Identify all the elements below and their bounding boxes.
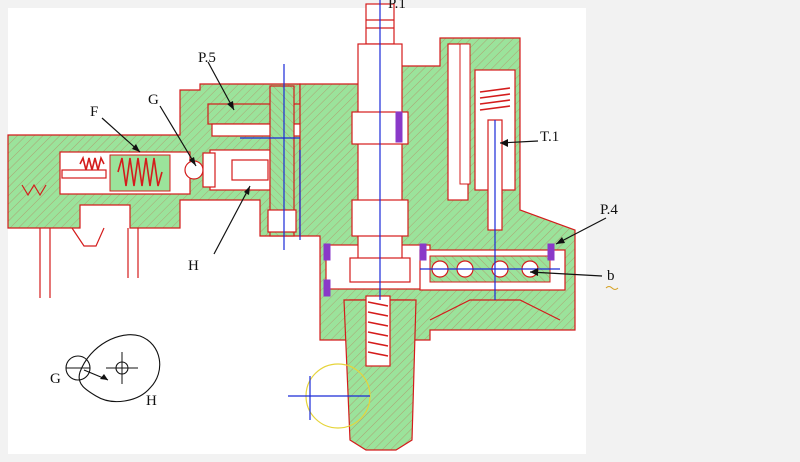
label-h-inset: H bbox=[146, 393, 157, 409]
label-f: F bbox=[90, 104, 98, 120]
lower-nozzle bbox=[305, 295, 417, 451]
cam-inset bbox=[65, 334, 161, 403]
leader-lines bbox=[101, 61, 607, 277]
label-b: b bbox=[607, 268, 615, 284]
label-g-top: G bbox=[148, 92, 159, 108]
label-h-main: H bbox=[188, 258, 199, 274]
centerlines bbox=[240, 0, 560, 420]
label-p1: P.1 bbox=[388, 0, 406, 12]
label-p4: P.4 bbox=[600, 202, 618, 218]
label-p5: P.5 bbox=[198, 50, 216, 66]
label-b-underline bbox=[605, 286, 619, 290]
label-t1: T.1 bbox=[540, 129, 559, 145]
label-g-inset: G bbox=[50, 371, 61, 387]
